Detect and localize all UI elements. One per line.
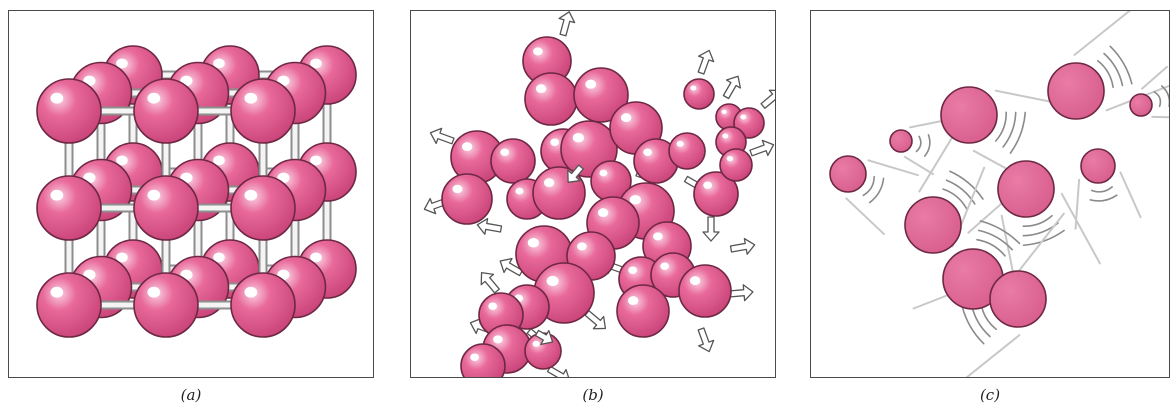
liquid-atom — [683, 78, 715, 110]
caption-b: (b) — [582, 386, 604, 404]
gas-particle — [940, 86, 998, 144]
caption-a: (a) — [180, 386, 202, 404]
motion-arrow — [729, 237, 756, 255]
gas-particle — [904, 196, 962, 254]
liquid-atom — [633, 138, 679, 184]
motion-arrow — [480, 271, 500, 294]
caption-c: (c) — [979, 386, 1001, 404]
motion-arrow — [429, 127, 455, 145]
panel-a — [8, 10, 374, 378]
gas-particle — [997, 160, 1055, 218]
liquid-atom — [616, 284, 670, 338]
motion-trail — [1141, 65, 1169, 119]
motion-arrow — [722, 75, 742, 100]
lattice-atom — [36, 272, 102, 338]
gas-particle — [989, 270, 1047, 328]
motion-arrow — [476, 217, 503, 235]
gas-particle — [1080, 148, 1116, 184]
motion-arrow — [728, 284, 754, 302]
motion-arrow — [697, 49, 715, 75]
lattice-atom — [230, 175, 296, 241]
motion-arrow — [760, 89, 775, 109]
liquid-atom — [668, 132, 706, 170]
lattice-atom — [133, 175, 199, 241]
motion-arrow — [584, 310, 607, 330]
lattice-atom — [36, 175, 102, 241]
lattice-atom — [133, 272, 199, 338]
liquid-atom — [460, 343, 506, 377]
motion-arrow — [567, 164, 584, 183]
liquid-atom — [693, 171, 739, 217]
liquid-atom — [573, 67, 629, 123]
lattice-atom — [230, 78, 296, 144]
liquid-atom — [524, 72, 578, 126]
liquid-cluster-diagram — [423, 11, 775, 377]
motion-trail — [903, 119, 944, 176]
liquid-atom — [678, 264, 732, 318]
liquid-atom — [719, 148, 753, 182]
motion-arrow — [749, 139, 775, 157]
panel-b — [410, 10, 776, 378]
liquid-atom — [490, 138, 536, 184]
motion-arrow — [558, 11, 576, 37]
gas-particle — [1129, 93, 1153, 117]
motion-arrow — [534, 329, 554, 346]
lattice-atom — [230, 272, 296, 338]
crystal-lattice-diagram — [36, 45, 357, 338]
liquid-atom — [441, 173, 493, 225]
motion-trail — [845, 159, 920, 236]
gas-particle — [889, 129, 913, 153]
gas-particle — [829, 155, 867, 193]
gas-particle — [1047, 62, 1105, 120]
panel-c — [810, 10, 1170, 378]
motion-arrow — [702, 216, 720, 242]
gas-particles-diagram — [829, 11, 1169, 377]
lattice-atom — [36, 78, 102, 144]
motion-trail — [918, 122, 1029, 234]
motion-arrow — [697, 327, 715, 353]
lattice-atom — [133, 78, 199, 144]
motion-trail — [1074, 171, 1142, 230]
motion-arrow — [546, 365, 571, 377]
